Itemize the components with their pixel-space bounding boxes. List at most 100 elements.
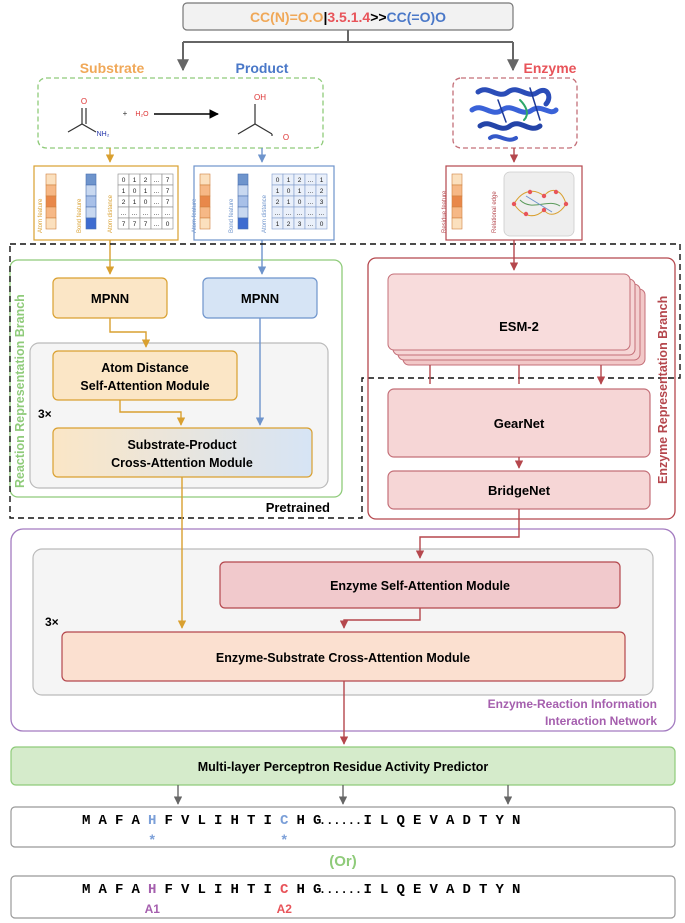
substrate-matrix-cell-bg xyxy=(161,217,174,230)
reaction-repeat-label: 3× xyxy=(38,407,52,421)
product-header: Product xyxy=(236,60,289,76)
substrate-matrix-cell: ... xyxy=(121,210,127,217)
product-matrix-cell: ... xyxy=(308,177,314,184)
residue-letter: L xyxy=(198,882,206,898)
product-matrix-cell: 1 xyxy=(287,177,291,184)
esm2-box xyxy=(387,273,631,351)
substrate-matrix-cell: 2 xyxy=(144,177,148,184)
esm2-label: ESM-2 xyxy=(499,319,539,334)
residue-letter: A xyxy=(446,882,455,898)
reaction-branch-label: Reaction Representation Branch xyxy=(13,294,27,488)
residue-letter: M xyxy=(82,813,90,829)
residue-letter: I xyxy=(364,882,372,898)
enzyme-reaction-interaction-network: Enzyme Self-Attention Module 3× Enzyme-S… xyxy=(10,477,676,732)
product-matrix-cell: 1 xyxy=(276,188,280,195)
mpnn-substrate-label: MPNN xyxy=(91,291,129,306)
substrate-atom-feature-label: Atom feature xyxy=(38,198,44,233)
product-matrix-cell: ... xyxy=(308,188,314,195)
residue-letter: I xyxy=(264,882,272,898)
residue-letter: G xyxy=(313,882,321,898)
relational-edge-label: Relational edge xyxy=(492,191,498,233)
substrate-matrix-cell: 7 xyxy=(122,221,126,228)
active-site-marker: * xyxy=(150,831,156,847)
residue-letter: I xyxy=(214,813,222,829)
svg-text:CC(N)=O.O|3.5.1.4>>CC(=O)O: CC(N)=O.O|3.5.1.4>>CC(=O)O xyxy=(250,9,446,25)
residue-letter: L xyxy=(198,813,206,829)
substrate-matrix-cell: 7 xyxy=(166,199,170,206)
atom-nh2-label: NH₂ xyxy=(97,131,110,138)
residue-letter: F xyxy=(115,882,123,898)
smiles-split-arrows xyxy=(177,30,519,72)
plus-sign: + xyxy=(123,109,128,118)
residue-letter: ...... xyxy=(319,883,362,897)
substrate-atom-distance-label: Atom distance xyxy=(108,194,114,233)
residue-letter: F xyxy=(165,813,173,829)
smiles-product: CC(=O)O xyxy=(387,9,447,25)
substrate-matrix-cell: 0 xyxy=(144,199,148,206)
residue-letter: H xyxy=(231,882,239,898)
mpnn-product-label: MPNN xyxy=(241,291,279,306)
reaction-representation-branch: Reaction Representation Branch MPNN MPNN… xyxy=(9,240,343,498)
acetamide-structure xyxy=(67,108,97,133)
residue-letter: I xyxy=(364,813,372,829)
product-matrix-cell: 0 xyxy=(298,199,302,206)
product-matrix-cell: 2 xyxy=(298,177,302,184)
product-matrix-cell: ... xyxy=(319,210,325,217)
interaction-network-label-2: Interaction Network xyxy=(545,714,657,728)
atom-o-label: O xyxy=(81,97,87,106)
substrate-matrix-cell: ... xyxy=(165,210,171,217)
product-matrix-cell: 3 xyxy=(320,199,324,206)
residue-letter: A xyxy=(99,882,108,898)
relational-graph-icon xyxy=(503,171,575,237)
substrate-feature-panel: Atom feature Bond feature Atom distance … xyxy=(33,165,179,241)
water-label: H₂O xyxy=(135,111,149,118)
residue-letter: F xyxy=(165,882,173,898)
product-matrix-cell: 2 xyxy=(320,188,324,195)
residue-letter: F xyxy=(115,813,123,829)
residue-letter: H xyxy=(148,813,156,829)
chemical-reaction-box: O NH₂ + H₂O OH O xyxy=(37,77,324,149)
enzyme-representation-branch: Enzyme Representation Branch ESM-2 GearN… xyxy=(367,240,676,520)
acetic-acid-structure xyxy=(237,104,273,136)
product-matrix-cell: 3 xyxy=(298,221,302,228)
substrate-matrix-cell: ... xyxy=(154,221,160,228)
product-atom-feature-label: Atom feature xyxy=(192,198,198,233)
substrate-matrix-cell: ... xyxy=(154,199,160,206)
residue-letter: T xyxy=(479,882,487,898)
smiles-separator: | xyxy=(323,9,327,25)
atom-oh-label: OH xyxy=(254,93,266,102)
product-matrix-cell: 0 xyxy=(276,177,280,184)
interaction-network-label-1: Enzyme-Reaction Information xyxy=(488,697,657,711)
product-matrix-cell: ... xyxy=(297,210,303,217)
residue-letter: L xyxy=(380,882,388,898)
gearnet-label: GearNet xyxy=(494,416,545,431)
residue-letter: I xyxy=(214,882,222,898)
enzyme-self-attention-label: Enzyme Self-Attention Module xyxy=(330,579,510,593)
product-matrix-cell: ... xyxy=(308,221,314,228)
active-site-marker: A1 xyxy=(145,902,161,916)
residue-letter: V xyxy=(430,813,439,829)
active-site-marker: * xyxy=(282,831,288,847)
substrate-matrix-cell: 1 xyxy=(133,199,137,206)
residue-letter: ...... xyxy=(319,814,362,828)
smiles-arrow: >> xyxy=(370,9,386,25)
product-bond-feature-label: Bond feature xyxy=(229,198,235,233)
product-matrix-cell: 2 xyxy=(276,199,280,206)
substrate-atom-feature-bar xyxy=(45,173,57,230)
enzyme-header: Enzyme xyxy=(524,60,577,76)
residue-feature-bar xyxy=(451,173,463,230)
interaction-repeat-label: 3× xyxy=(45,615,59,629)
residue-letter: Y xyxy=(496,813,505,829)
substrate-matrix-cell: 0 xyxy=(122,177,126,184)
residue-letter: Q xyxy=(397,813,405,829)
atom-distance-line2: Self-Attention Module xyxy=(80,379,209,393)
product-matrix-cell: 1 xyxy=(276,221,280,228)
or-label: (Or) xyxy=(329,853,357,870)
residue-letter: H xyxy=(148,882,156,898)
substrate-matrix-cell: 7 xyxy=(166,188,170,195)
bridgenet-label: BridgeNet xyxy=(488,483,551,498)
residue-letter: N xyxy=(512,813,520,829)
